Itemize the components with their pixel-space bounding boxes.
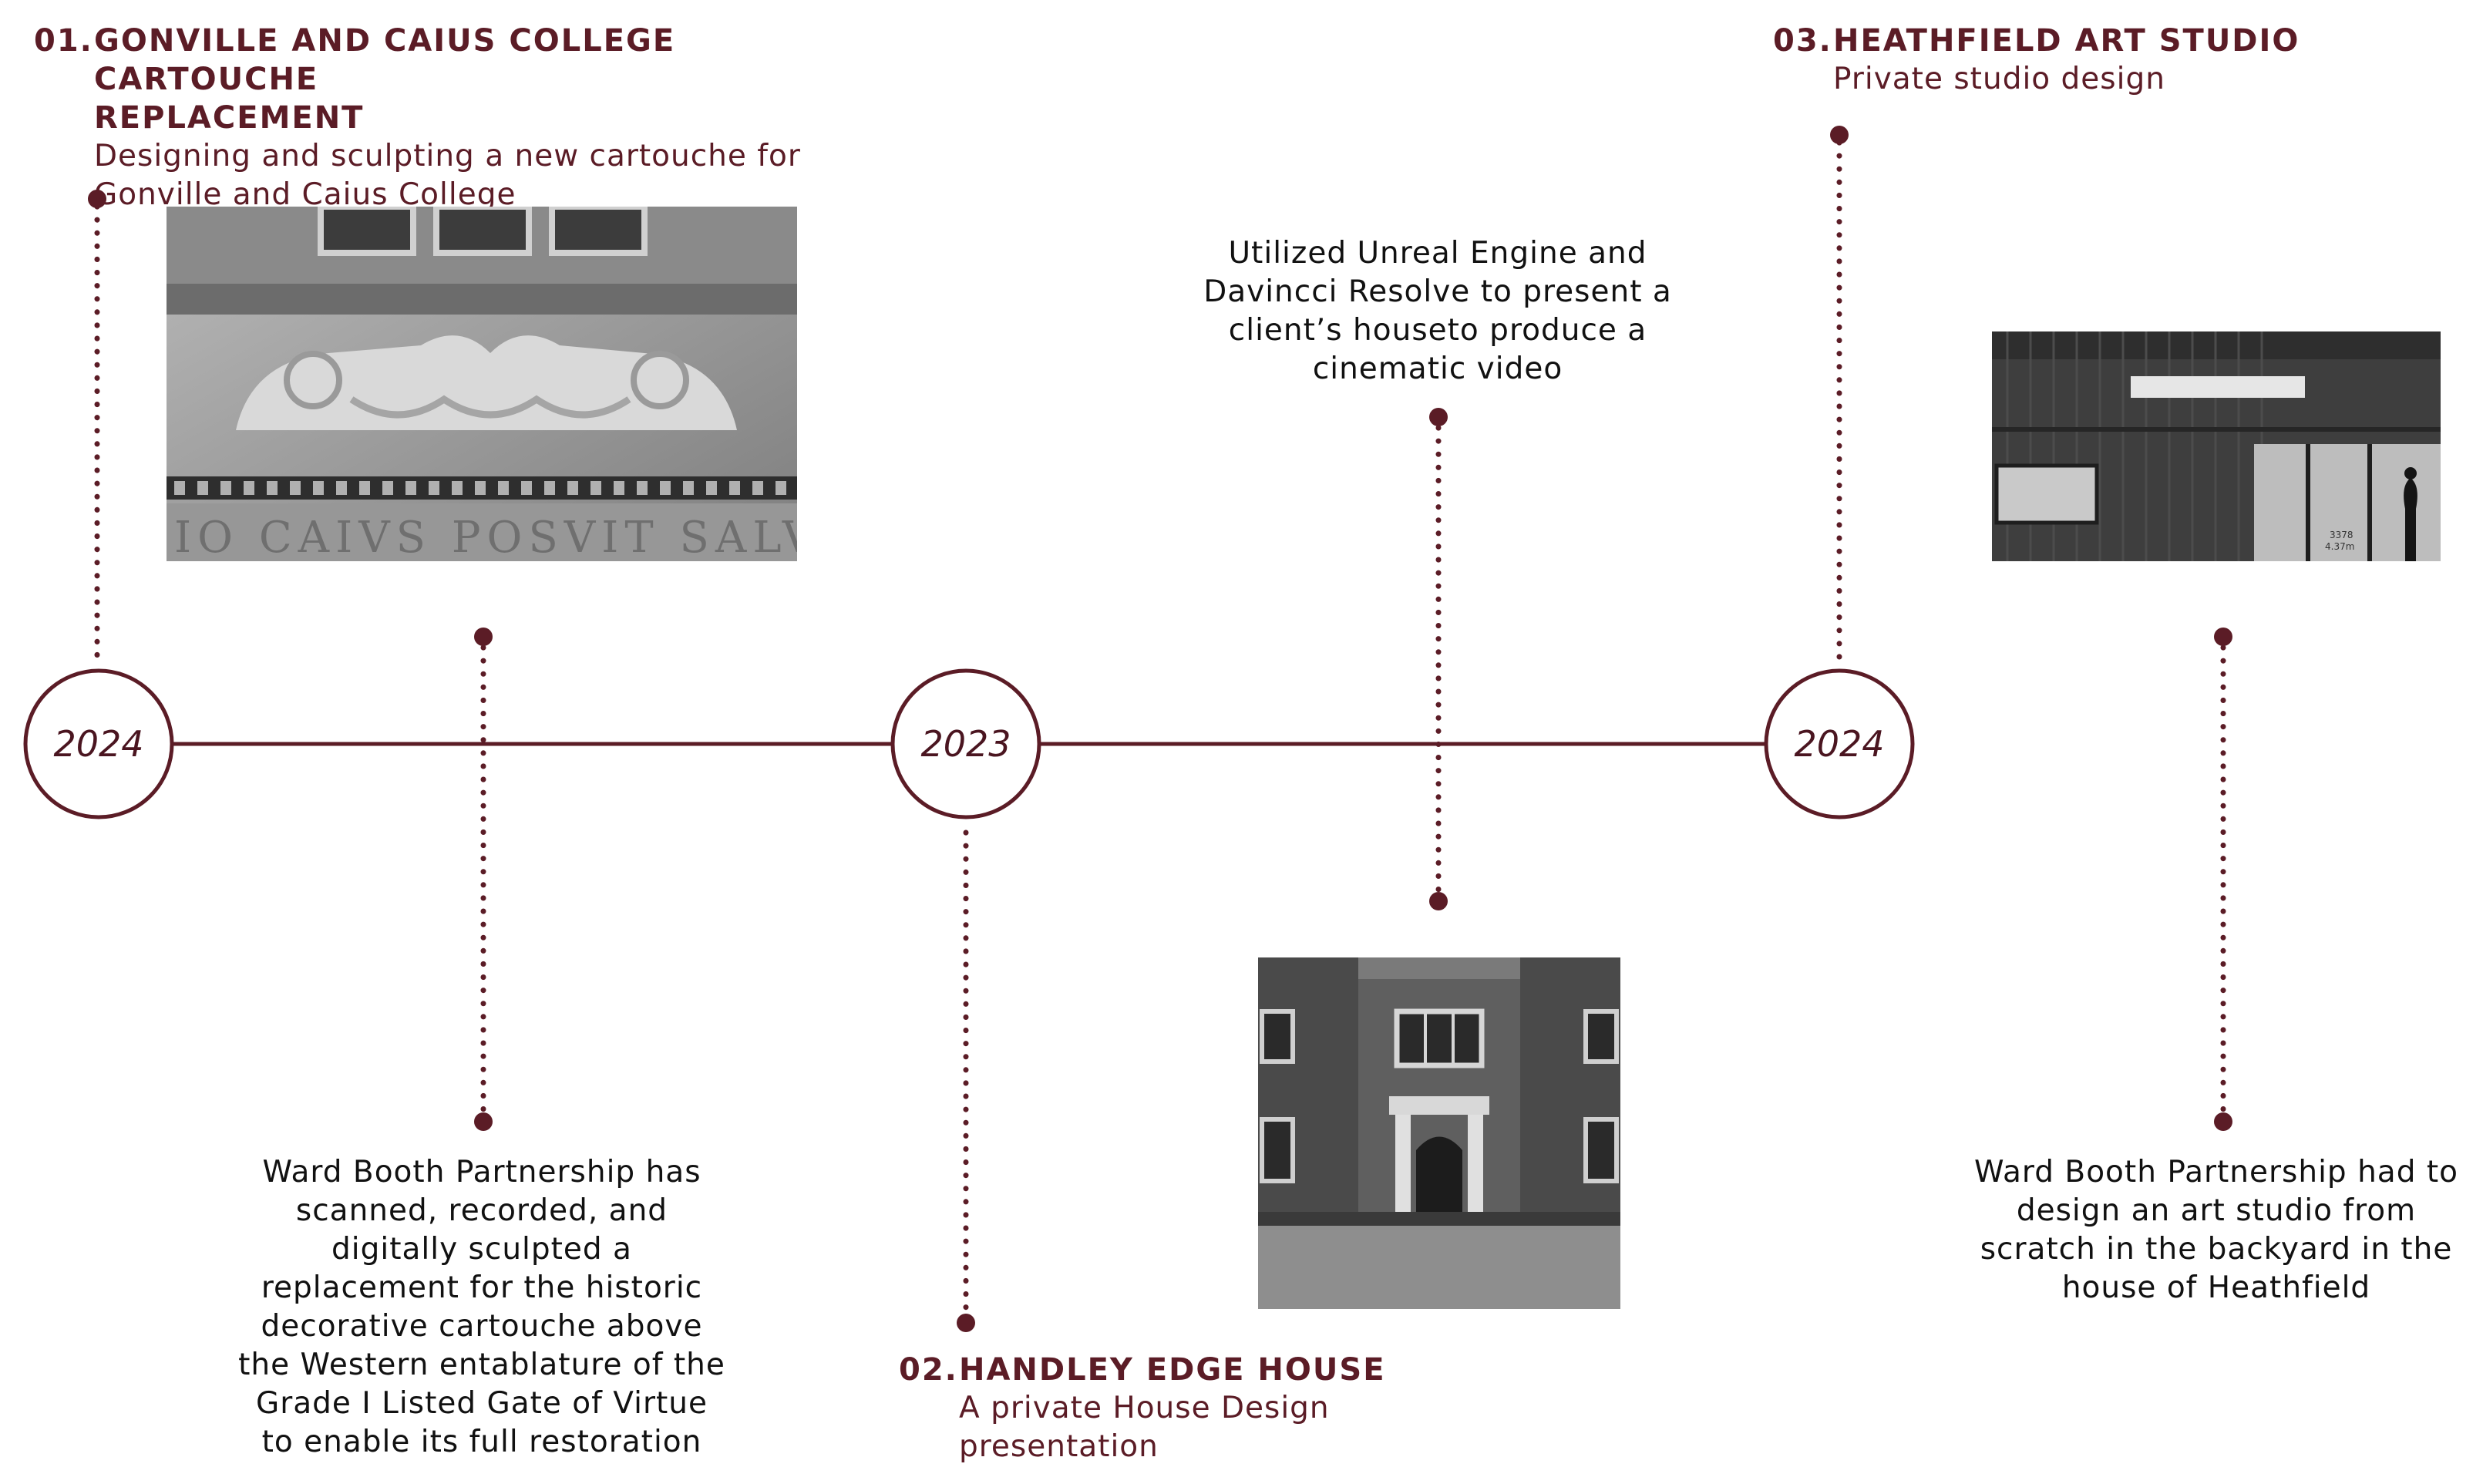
description-line: scratch in the backyard in the: [1958, 1230, 2475, 1269]
description-line: Utilized Unreal Engine and: [1156, 234, 1719, 273]
connector-dot: [2214, 628, 2232, 646]
cartouche-photo: IO CAIVS POSVIT SALVTI: [167, 207, 797, 561]
house-photo: [1258, 957, 1620, 1309]
connector-dot: [474, 1112, 493, 1131]
description-line: design an art studio from: [1958, 1192, 2475, 1230]
description-line: Grade I Listed Gate of Virtue: [208, 1385, 755, 1423]
connector-dot: [474, 628, 493, 646]
project-number: 01.: [34, 22, 93, 60]
description-line: digitally sculpted a: [208, 1230, 755, 1269]
project-number: 03.: [1773, 22, 1832, 60]
project-03-heading: 03. HEATHFIELD ART STUDIO Private studio…: [1773, 22, 2313, 99]
dimension-label: 4.37m: [2325, 541, 2354, 552]
project-01-heading: 01. GONVILLE AND CAIUS COLLEGE CARTOUCHE…: [34, 22, 836, 214]
project-number: 02.: [899, 1351, 958, 1389]
description-line: Ward Booth Partnership has: [208, 1153, 755, 1192]
description-line: decorative cartouche above: [208, 1307, 755, 1346]
connector-dot: [957, 1314, 975, 1332]
project-subtitle: Designing and sculpting a new cartouche …: [94, 137, 836, 176]
connector-dot: [1429, 408, 1448, 426]
project-01-description: Ward Booth Partnership has scanned, reco…: [208, 1153, 755, 1462]
project-title: HANDLEY EDGE HOUSE: [959, 1351, 1438, 1389]
project-title: REPLACEMENT: [94, 99, 836, 137]
description-line: Davincci Resolve to present a: [1156, 273, 1719, 311]
project-title: HEATHFIELD ART STUDIO: [1833, 22, 2313, 60]
connector-dot: [2214, 1112, 2232, 1131]
description-line: scanned, recorded, and: [208, 1192, 755, 1230]
connector-dot: [1429, 892, 1448, 910]
inscription-text: IO CAIVS POSVIT SALVTI: [174, 513, 797, 561]
description-line: Ward Booth Partnership had to: [1958, 1153, 2475, 1192]
project-subtitle: Private studio design: [1833, 60, 2313, 99]
project-02-heading: 02. HANDLEY EDGE HOUSE A private House D…: [899, 1351, 1438, 1466]
description-line: the Western entablature of the: [208, 1346, 755, 1385]
description-line: cinematic video: [1156, 350, 1719, 389]
project-subtitle: presentation: [959, 1428, 1438, 1466]
project-02-description: Utilized Unreal Engine and Davincci Reso…: [1156, 234, 1719, 389]
project-title: GONVILLE AND CAIUS COLLEGE CARTOUCHE: [94, 22, 836, 99]
description-line: client’s houseto produce a: [1156, 311, 1719, 350]
project-subtitle: A private House Design: [959, 1389, 1438, 1428]
description-line: house of Heathfield: [1958, 1269, 2475, 1307]
dimension-label: 3378: [2330, 530, 2353, 540]
description-line: replacement for the historic: [208, 1269, 755, 1307]
year-label: 2024: [22, 725, 176, 763]
description-line: to enable its full restoration: [208, 1423, 755, 1462]
year-label: 2023: [889, 725, 1043, 763]
project-03-description: Ward Booth Partnership had to design an …: [1958, 1153, 2475, 1307]
connector-dot: [1830, 126, 1849, 144]
year-label: 2024: [1762, 725, 1916, 763]
studio-elevation: 3378 4.37m: [1992, 331, 2441, 561]
